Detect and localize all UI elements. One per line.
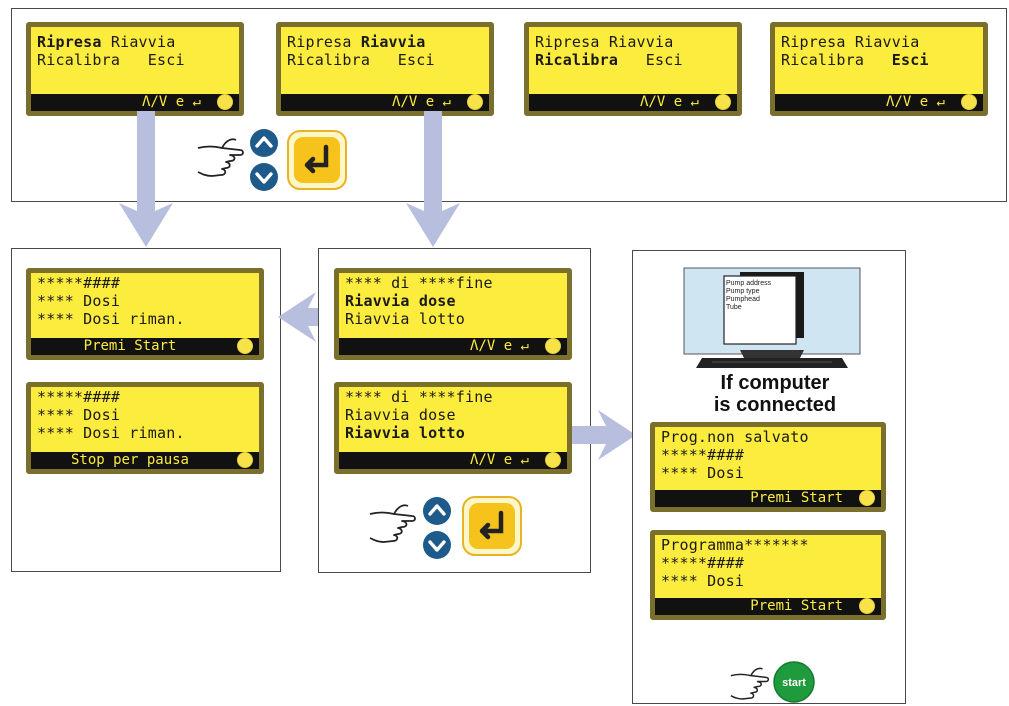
lcd-indicator-dot bbox=[237, 452, 253, 468]
lcd-text: Riavvia bbox=[599, 33, 674, 51]
lcd-text: Riavvia lotto bbox=[345, 424, 465, 442]
lcd-indicator-dot bbox=[859, 490, 875, 506]
lcd-status-bar: Λ/V e ↵ bbox=[281, 94, 489, 111]
start-button-label: start bbox=[782, 677, 806, 689]
lcd-text: Esci bbox=[370, 51, 435, 69]
right-arrow-flow-icon bbox=[572, 410, 636, 460]
left-arrow-flow-icon bbox=[278, 292, 340, 342]
up-arrow-button-icon[interactable] bbox=[422, 496, 452, 526]
lcd-screen-stop-per-pausa: *****#### **** Dosi **** Dosi riman. Sto… bbox=[26, 382, 264, 474]
lcd-indicator-dot bbox=[545, 338, 561, 354]
up-arrow-button-icon[interactable] bbox=[249, 128, 279, 158]
lcd-text: Esci bbox=[618, 51, 683, 69]
lcd-indicator-dot bbox=[467, 94, 483, 110]
lcd-text: Ricalibra bbox=[287, 51, 371, 69]
lcd-text: **** Dosi bbox=[37, 406, 121, 424]
lcd-status-bar: Λ/V e ↵ bbox=[775, 94, 983, 111]
lcd-text: Ripresa bbox=[535, 33, 600, 51]
lcd-screen-riavvia: Ripresa Riavvia Ricalibra Esci Λ/V e ↵ bbox=[276, 22, 494, 116]
lcd-text: **** di ****fine bbox=[345, 274, 493, 292]
lcd-text: Riavvia dose bbox=[345, 292, 456, 310]
lcd-status-bar: Premi Start bbox=[655, 490, 881, 507]
enter-button-icon[interactable] bbox=[461, 495, 523, 557]
lcd-text: Esci bbox=[120, 51, 185, 69]
lcd-text: Ripresa bbox=[37, 33, 102, 51]
monitor-line-pumphead: Pumphead bbox=[726, 296, 760, 303]
lcd-text: **** Dosi riman. bbox=[37, 310, 185, 328]
lcd-text: **** Dosi bbox=[661, 572, 745, 590]
lcd-text: Ricalibra bbox=[781, 51, 865, 69]
lcd-status-bar: Premi Start bbox=[655, 598, 881, 615]
monitor-line-tube: Tube bbox=[726, 304, 742, 311]
lcd-text: **** Dosi bbox=[37, 292, 121, 310]
lcd-status-bar: Λ/V e ↵ bbox=[339, 338, 567, 355]
monitor-line-pump-type: Pump type bbox=[726, 288, 760, 295]
lcd-text: *****#### bbox=[37, 388, 121, 406]
lcd-screen-prog-non-salvato: Prog.non salvato *****#### **** Dosi Pre… bbox=[650, 422, 886, 512]
hand-pointer-icon bbox=[730, 667, 770, 700]
enter-button-icon[interactable] bbox=[286, 129, 348, 191]
lcd-indicator-dot bbox=[237, 338, 253, 354]
lcd-text: Ripresa bbox=[781, 33, 846, 51]
lcd-text: Ricalibra bbox=[37, 51, 121, 69]
caption-line: is connected bbox=[713, 394, 837, 416]
monitor-screen-text: Pump address Pump type Pumphead Tube bbox=[726, 280, 796, 312]
lcd-text: Riavvia bbox=[845, 33, 920, 51]
lcd-text: Riavvia bbox=[360, 33, 426, 51]
lcd-status-bar: Premi Start bbox=[31, 338, 259, 355]
lcd-text: Riavvia dose bbox=[345, 406, 456, 424]
lcd-indicator-dot bbox=[545, 452, 561, 468]
lcd-text: **** di ****fine bbox=[345, 388, 493, 406]
lcd-screen-riavvia-dose: **** di ****fine Riavvia dose Riavvia lo… bbox=[334, 268, 572, 360]
lcd-text: **** Dosi bbox=[661, 464, 745, 482]
lcd-indicator-dot bbox=[217, 94, 233, 110]
lcd-screen-premi-start: *****#### **** Dosi **** Dosi riman. Pre… bbox=[26, 268, 264, 360]
down-arrow-button-icon[interactable] bbox=[422, 530, 452, 560]
lcd-screen-ricalibra: Ripresa Riavvia Ricalibra Esci Λ/V e ↵ bbox=[524, 22, 742, 116]
lcd-indicator-dot bbox=[859, 598, 875, 614]
lcd-text: Riavvia bbox=[101, 33, 176, 51]
hand-pointer-icon bbox=[197, 138, 244, 177]
lcd-status-bar: Λ/V e ↵ bbox=[529, 94, 737, 111]
lcd-text: Riavvia lotto bbox=[345, 310, 465, 328]
lcd-screen-ripresa: Ripresa Riavvia Ricalibra Esci Λ/V e ↵ bbox=[26, 22, 244, 116]
lcd-text: Ripresa bbox=[287, 33, 361, 51]
lcd-text: *****#### bbox=[661, 446, 745, 464]
lcd-text: **** Dosi riman. bbox=[37, 424, 185, 442]
lcd-status-bar: Λ/V e ↵ bbox=[339, 452, 567, 469]
lcd-status-bar: Stop per pausa bbox=[31, 452, 259, 469]
hand-pointer-icon bbox=[369, 504, 416, 543]
lcd-text: Programma******* bbox=[661, 536, 809, 554]
lcd-screen-esci: Ripresa Riavvia Ricalibra Esci Λ/V e ↵ bbox=[770, 22, 988, 116]
lcd-status-bar: Λ/V e ↵ bbox=[31, 94, 239, 111]
computer-monitor-icon bbox=[683, 267, 861, 368]
start-button[interactable]: start bbox=[772, 660, 816, 704]
down-arrow-button-icon[interactable] bbox=[249, 162, 279, 192]
lcd-text: *****#### bbox=[37, 274, 121, 292]
caption-line: If computer bbox=[720, 372, 830, 394]
lcd-text: Prog.non salvato bbox=[661, 428, 809, 446]
computer-caption: If computer is connected bbox=[690, 372, 860, 416]
lcd-indicator-dot bbox=[961, 94, 977, 110]
lcd-text: *****#### bbox=[661, 554, 745, 572]
down-arrow-flow-icon bbox=[406, 111, 460, 247]
monitor-line-pump-address: Pump address bbox=[726, 280, 772, 287]
lcd-indicator-dot bbox=[715, 94, 731, 110]
down-arrow-flow-icon bbox=[119, 111, 173, 247]
lcd-text: Esci bbox=[864, 51, 929, 69]
lcd-text: Ricalibra bbox=[535, 51, 619, 69]
lcd-screen-programma: Programma******* *****#### **** Dosi Pre… bbox=[650, 530, 886, 620]
lcd-screen-riavvia-lotto: **** di ****fine Riavvia dose Riavvia lo… bbox=[334, 382, 572, 474]
